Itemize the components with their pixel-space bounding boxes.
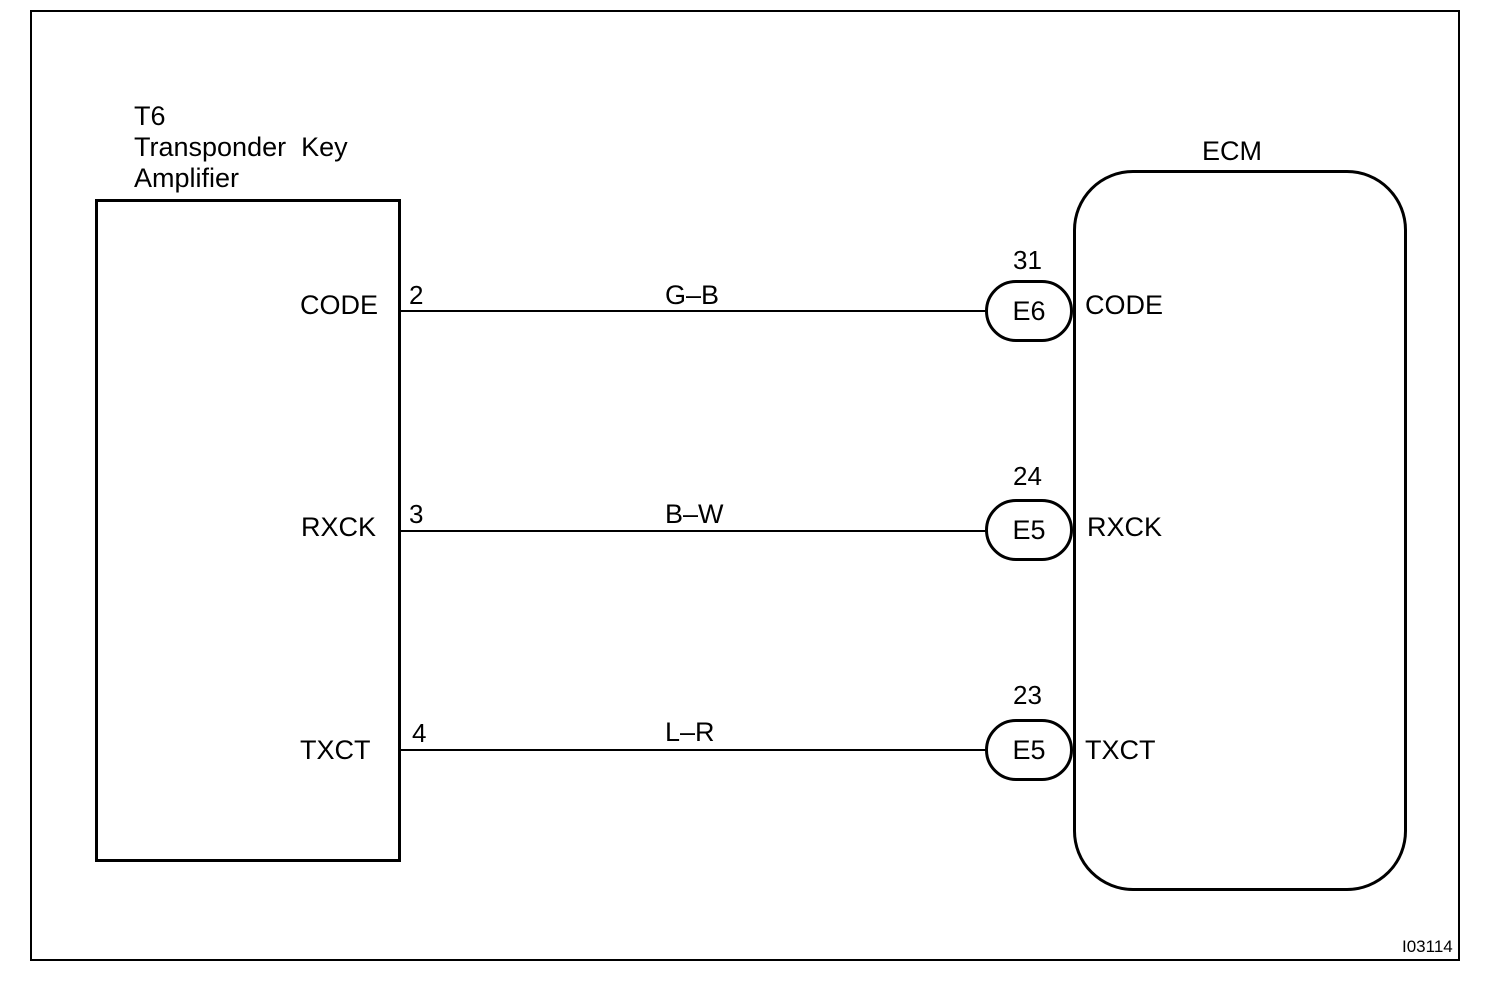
ecm-terminal-code: CODE [1085,290,1164,320]
ecm-terminal-txct: TXCT [1085,735,1156,765]
amplifier-id: T6 [134,101,166,131]
ecm-pin-number-code: 31 [1013,245,1042,275]
ecm-box [1073,170,1407,891]
wire-rxck [401,530,987,532]
wire-txct [401,749,987,751]
ecm-title: ECM [1202,136,1262,166]
ecm-terminal-rxck: RXCK [1087,512,1163,542]
figure-code: I03114 [1402,937,1453,956]
wire-color-txct: L–R [665,717,715,747]
amplifier-name-line2: Amplifier [134,163,240,193]
amplifier-terminal-txct: TXCT [300,735,371,765]
ecm-pin-number-rxck: 24 [1013,461,1042,491]
ecm-pin-number-txct: 23 [1013,680,1042,710]
amplifier-terminal-code: CODE [300,290,379,320]
wire-color-rxck: B–W [665,499,724,529]
amplifier-pin-number-rxck: 3 [409,499,424,529]
amplifier-pin-number-code: 2 [409,280,424,310]
connector-label: E6 [1012,295,1046,326]
ecm-connector-code: E6 [985,280,1073,342]
ecm-connector-txct: E5 [985,719,1073,781]
amplifier-box [95,199,401,862]
wire-color-code: G–B [665,280,720,310]
amplifier-terminal-rxck: RXCK [301,512,377,542]
amplifier-pin-number-txct: 4 [412,718,427,748]
connector-label: E5 [1012,734,1046,765]
amplifier-name-line1: Transponder Key [134,132,348,162]
connector-label: E5 [1012,514,1046,545]
wire-code [401,310,987,312]
ecm-connector-rxck: E5 [985,499,1073,561]
diagram-frame [30,10,1460,961]
